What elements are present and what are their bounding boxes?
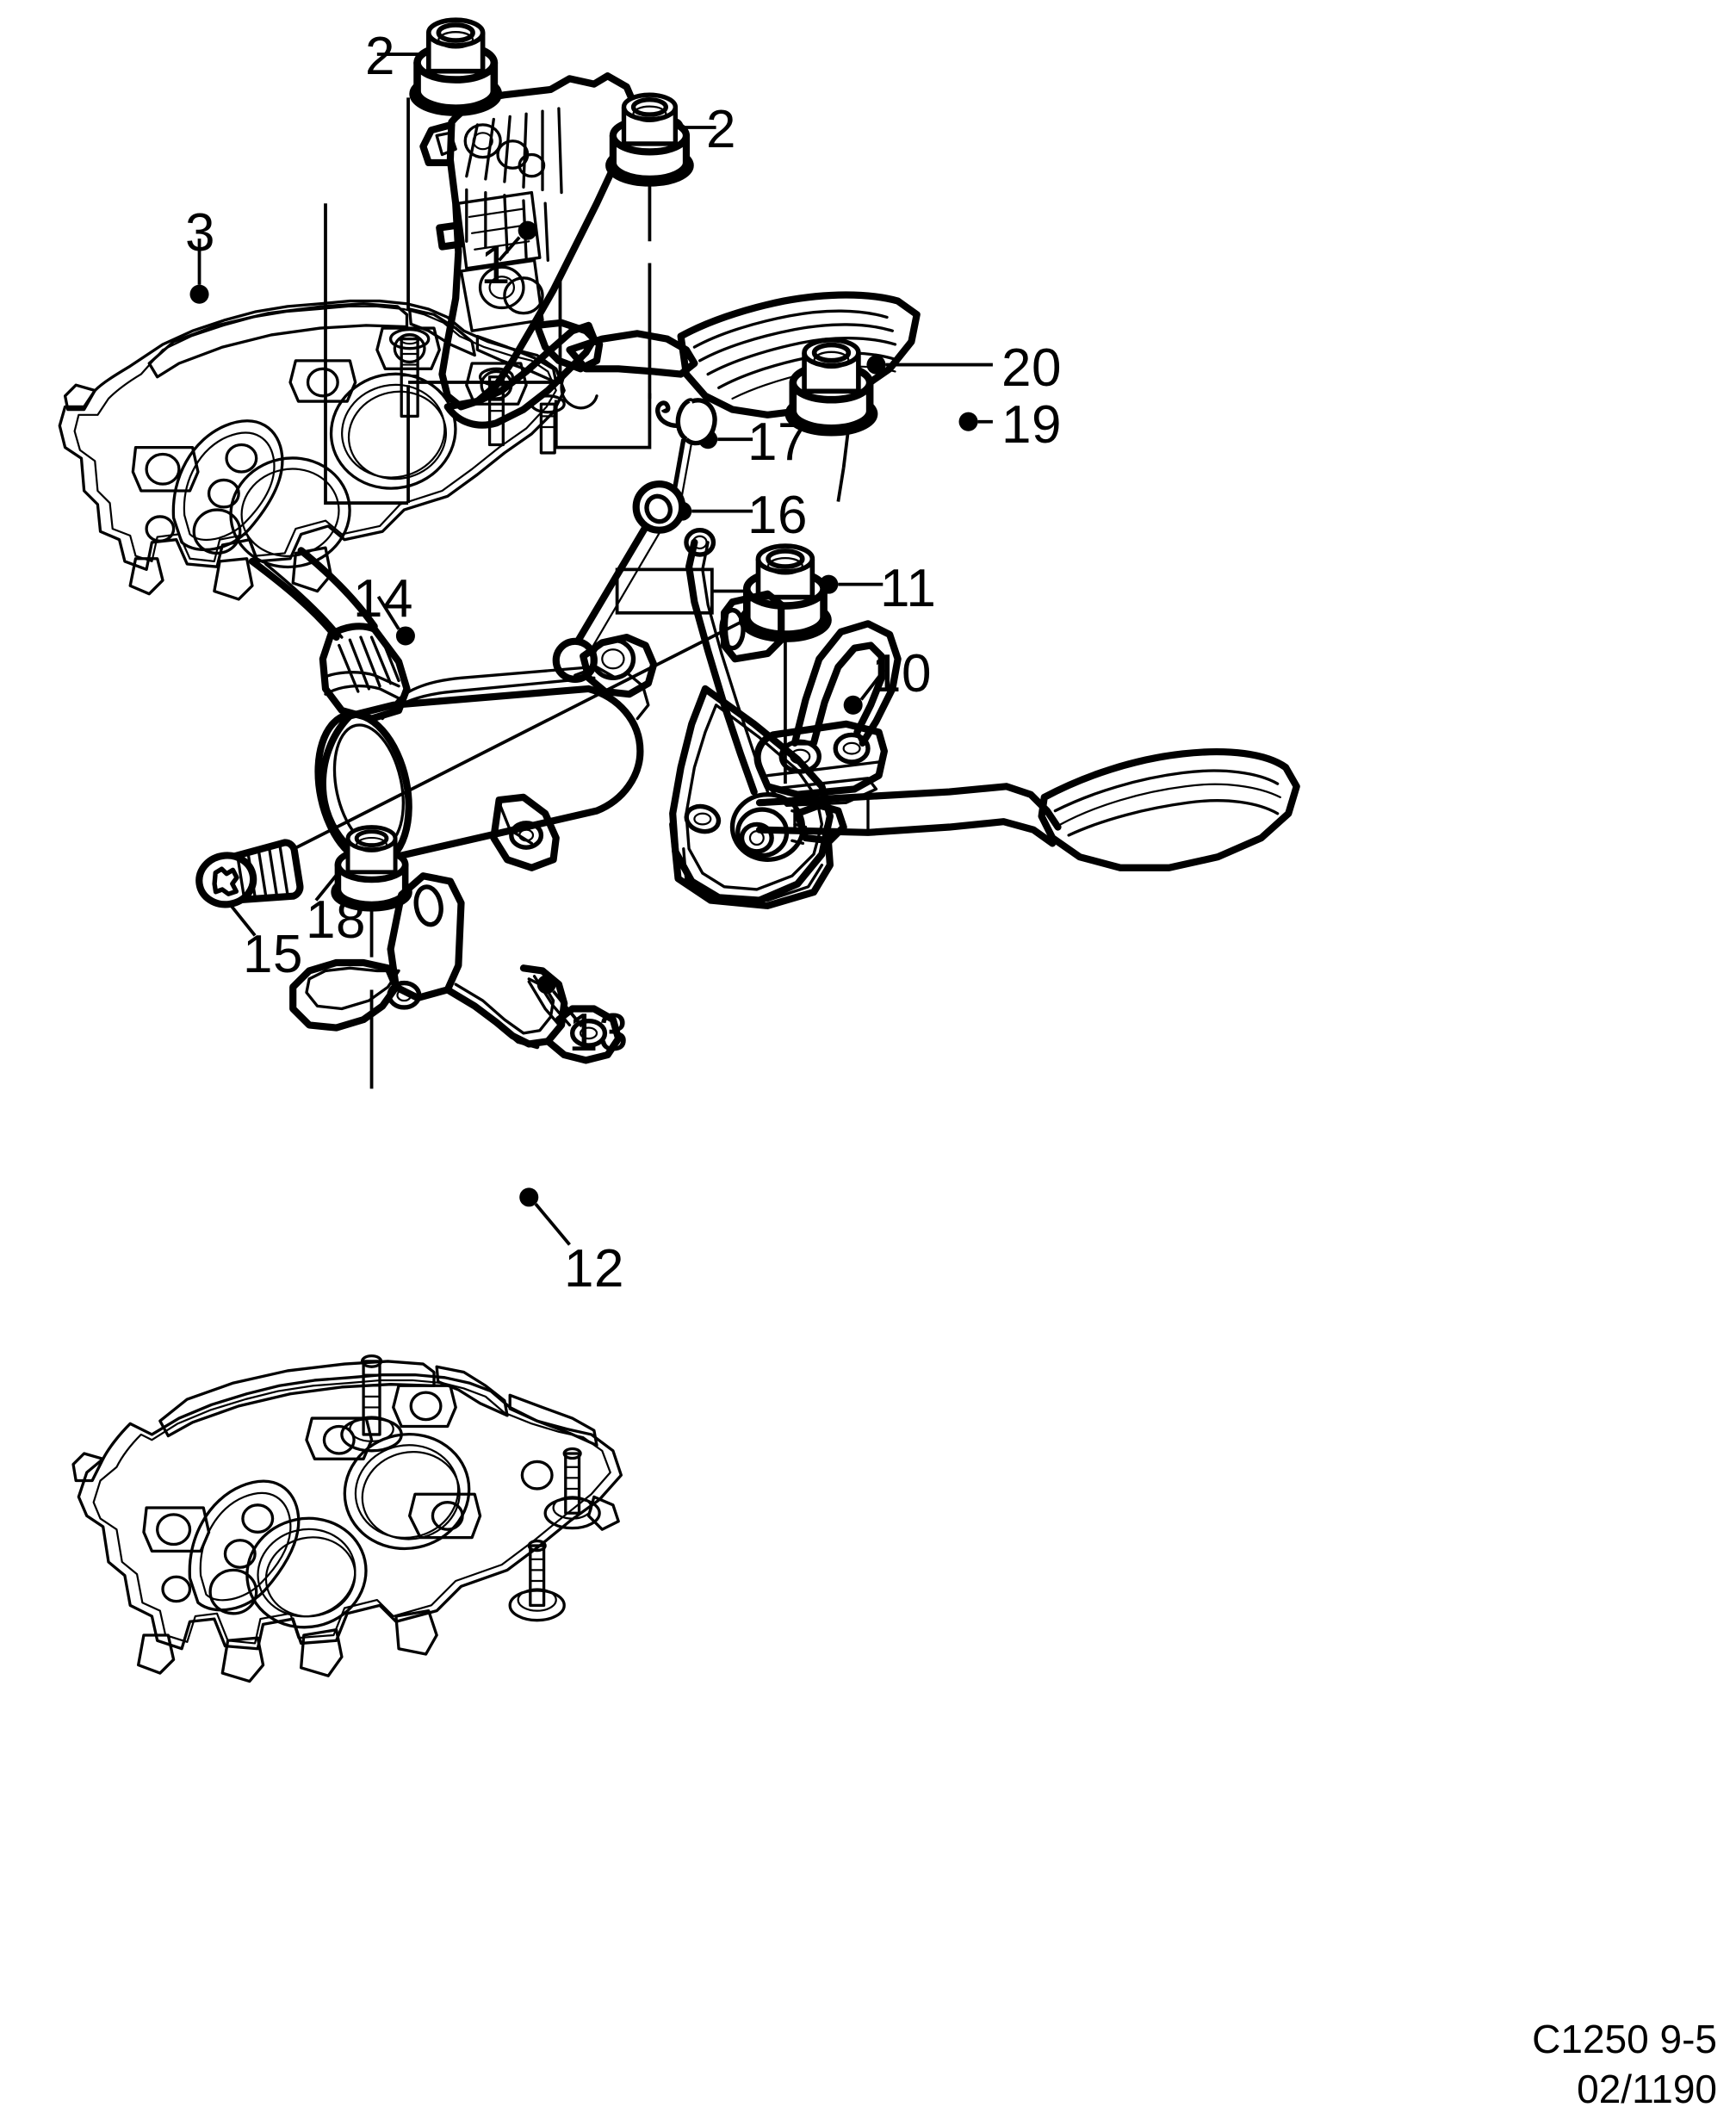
callout-2-upper-left: 2 bbox=[365, 27, 395, 86]
callout-18: 18 bbox=[306, 890, 366, 950]
callout-3: 3 bbox=[185, 203, 215, 263]
callout-16: 16 bbox=[747, 486, 808, 545]
callout-1: 1 bbox=[480, 236, 511, 295]
part-3-insulation-panel bbox=[58, 299, 566, 601]
callout-10: 10 bbox=[871, 644, 932, 704]
footer-reference: C1250 9-5 bbox=[1532, 2017, 1717, 2061]
callout-11: 11 bbox=[880, 559, 937, 618]
callout-15: 15 bbox=[243, 925, 303, 984]
part-13-mounting-bracket bbox=[289, 872, 623, 1064]
part-2-flange-nut-right bbox=[609, 95, 691, 183]
leader-lines bbox=[189, 44, 993, 1246]
callout-13: 13 bbox=[568, 1003, 629, 1063]
part-14-actuator bbox=[248, 547, 658, 871]
callout-14: 14 bbox=[353, 569, 413, 629]
part-12-insulation-panel bbox=[71, 1354, 623, 1683]
footer: C1250 9-5 02/1190 bbox=[1532, 2015, 1717, 2114]
callout-2-upper-right: 2 bbox=[706, 100, 736, 159]
footer-revision: 02/1190 bbox=[1577, 2066, 1717, 2111]
callout-12: 12 bbox=[564, 1239, 624, 1299]
callout-17: 17 bbox=[747, 412, 808, 472]
part-15-torx-screw bbox=[195, 841, 301, 910]
callout-19: 19 bbox=[1001, 395, 1062, 455]
callout-20: 20 bbox=[1001, 338, 1062, 398]
part-11-flange-nut bbox=[742, 546, 828, 638]
part-2-flange-nut-left bbox=[413, 20, 499, 112]
part-10-pedal-lever bbox=[669, 527, 1300, 909]
